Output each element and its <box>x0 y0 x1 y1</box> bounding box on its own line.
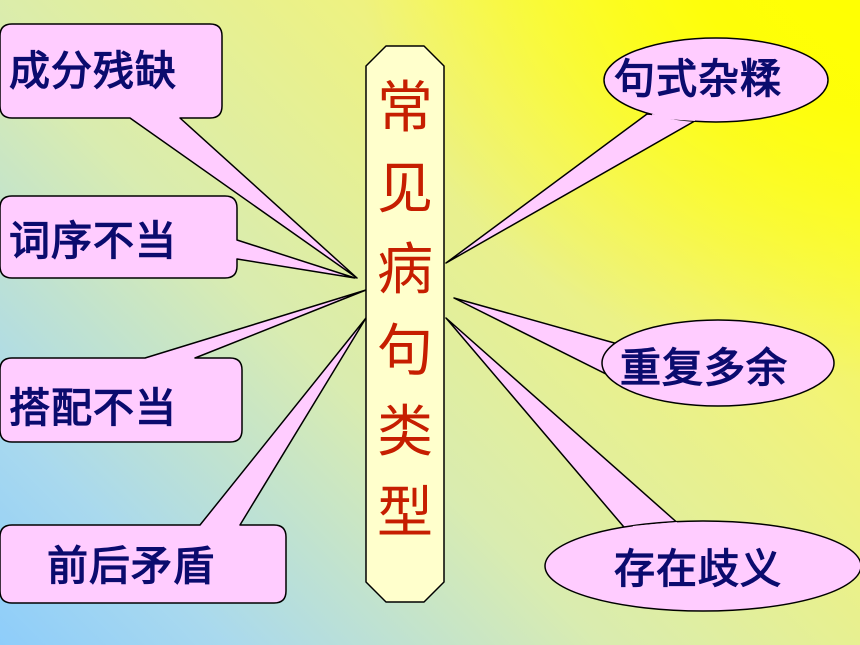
callout-label-redundancy: 重复多余 <box>620 344 788 392</box>
center-title-char-6: 型 <box>377 481 433 546</box>
callout-shape-7 <box>445 317 860 612</box>
callout-label-ambiguity: 存在歧义 <box>614 545 782 593</box>
callout-label-collocation: 搭配不当 <box>9 384 177 432</box>
callout-shape-3 <box>0 289 367 443</box>
center-title-char-3: 病 <box>377 238 433 303</box>
center-title-char-5: 类 <box>377 400 433 465</box>
callout-shape-1 <box>0 23 358 279</box>
center-title-char-1: 常 <box>377 76 433 141</box>
callout-shape-5 <box>445 37 829 264</box>
callout-shape-2 <box>0 195 356 279</box>
center-title-char-2: 见 <box>377 157 433 222</box>
center-title: 常 见 病 句 类 型 <box>366 68 444 554</box>
callout-label-word-order: 词序不当 <box>9 217 177 265</box>
callout-shape-4 <box>0 317 367 604</box>
callout-label-incomplete-components: 成分残缺 <box>9 47 177 95</box>
center-plaque <box>365 45 445 603</box>
center-title-char-4: 句 <box>377 319 433 384</box>
callout-label-contradiction: 前后矛盾 <box>47 542 215 590</box>
callout-shape-6 <box>453 297 835 407</box>
callout-label-mixed-structures: 句式杂糅 <box>614 55 782 103</box>
